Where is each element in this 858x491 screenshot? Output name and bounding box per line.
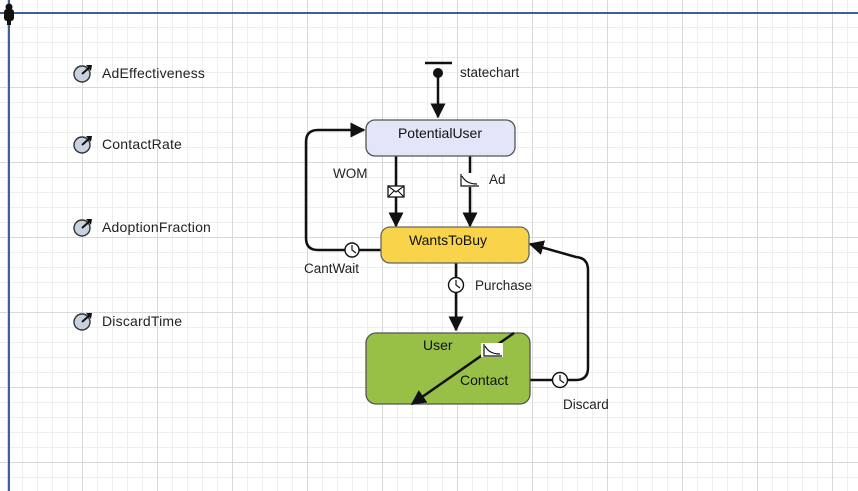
parameter-label: DiscardTime (102, 313, 183, 329)
transition-label-ad: Ad (489, 172, 506, 187)
parameter-label: AdEffectiveness (102, 65, 206, 81)
parameter-icon (73, 313, 92, 331)
message-icon (387, 185, 405, 198)
parameter-adeffectiveness[interactable]: AdEffectiveness (72, 63, 205, 83)
timeout-icon (551, 371, 569, 389)
transition-label-contact: Contact (460, 372, 508, 388)
parameter-contactrate[interactable]: ContactRate (72, 134, 182, 154)
rate-icon (458, 173, 480, 187)
entry-dot (433, 68, 443, 78)
parameter-icon (73, 65, 92, 83)
state-user[interactable]: User (365, 332, 531, 405)
timeout-icon (447, 276, 465, 294)
state-wantstobuy[interactable]: WantsToBuy (380, 226, 530, 264)
timeout-icon (344, 242, 360, 258)
parameter-icon (73, 219, 92, 237)
transition-discard[interactable] (528, 240, 590, 382)
canvas-x-axis (0, 12, 858, 14)
transition-label-cantwait: CantWait (304, 261, 359, 276)
transition-cantwait[interactable] (304, 122, 381, 252)
parameter-label: AdoptionFraction (102, 219, 212, 235)
statechart-label: statechart (460, 65, 520, 80)
parameter-adoptionfraction[interactable]: AdoptionFraction (72, 217, 211, 237)
state-label: User (423, 337, 453, 353)
statechart-entry-point[interactable] (425, 61, 452, 119)
state-label: PotentialUser (398, 125, 482, 141)
rate-icon (481, 343, 503, 357)
parameter-icon (73, 136, 92, 154)
parameter-label: ContactRate (102, 136, 183, 152)
transition-label-purchase: Purchase (475, 278, 532, 293)
canvas-y-axis (8, 0, 10, 491)
transition-label-discard: Discard (563, 397, 609, 412)
state-potentialuser[interactable]: PotentialUser (365, 119, 516, 157)
transition-label-wom: WOM (333, 166, 368, 181)
origin-marker-icon[interactable] (2, 3, 16, 25)
parameter-discardtime[interactable]: DiscardTime (72, 311, 182, 331)
state-label: WantsToBuy (409, 232, 487, 248)
